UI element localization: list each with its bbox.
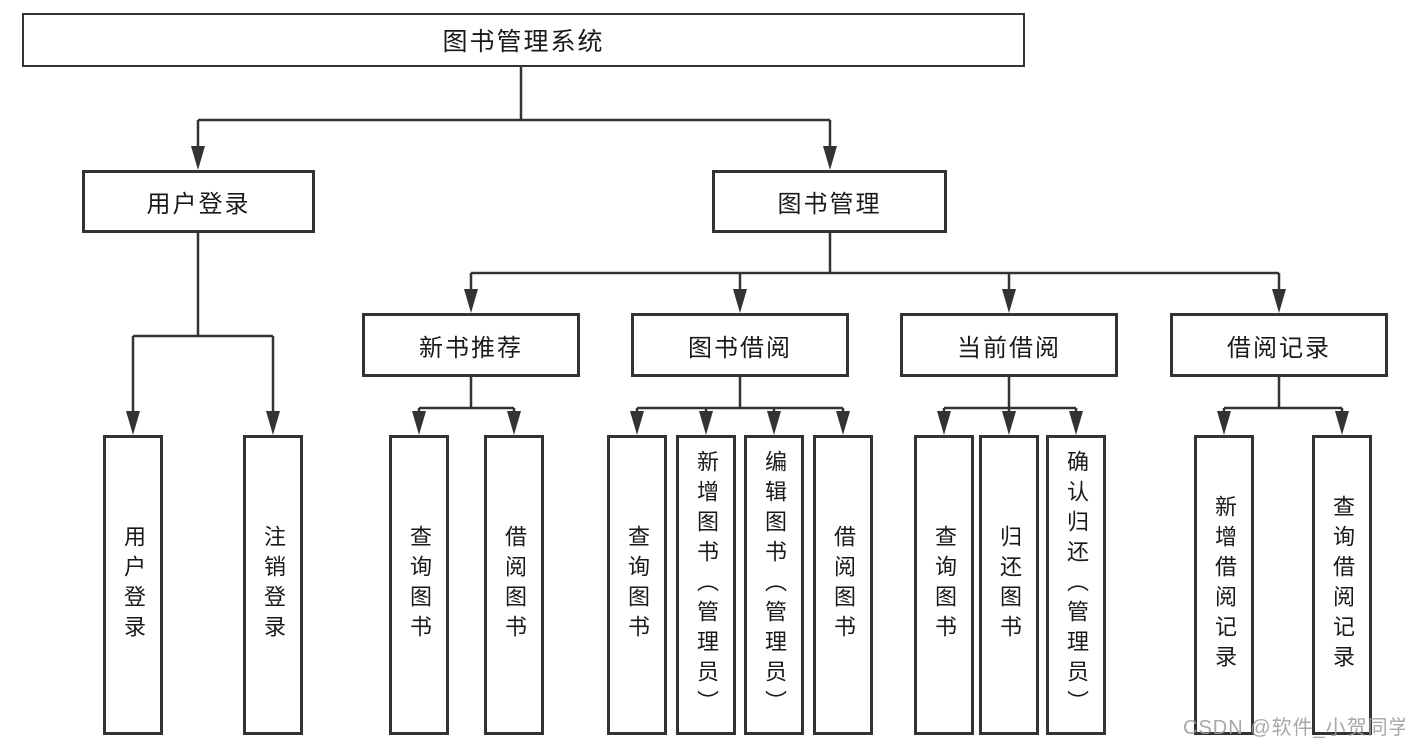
node-library-management-system: 图书管理系统 [22, 13, 1025, 67]
node-label: 确认归还（管理员） [1064, 450, 1089, 720]
node-leaf-add-book-admin: 新增图书（管理员） [676, 435, 736, 735]
node-label: 用户登录 [121, 525, 146, 645]
watermark: CSDN @软件_小贺同学 [1183, 717, 1405, 739]
node-label: 查询借阅记录 [1330, 495, 1355, 675]
node-label: 当前借阅 [957, 334, 1061, 362]
connector-line [417, 377, 516, 413]
node-leaf-edit-book-admin: 编辑图书（管理员） [744, 435, 804, 735]
node-user-login: 用户登录 [82, 170, 315, 233]
node-leaf-query-borrow-record: 查询借阅记录 [1312, 435, 1372, 735]
connector-line [942, 377, 1078, 413]
connector-line [469, 233, 1281, 291]
node-label: 借阅图书 [502, 525, 527, 645]
node-borrowing-records: 借阅记录 [1170, 313, 1388, 377]
arrow-down-icon [1272, 289, 1286, 313]
arrow-down-icon [836, 411, 850, 435]
arrow-down-icon [412, 411, 426, 435]
arrow-down-icon [1069, 411, 1083, 435]
node-label: 图书借阅 [688, 334, 792, 362]
connector-line [635, 377, 845, 413]
node-label: 借阅记录 [1227, 334, 1331, 362]
connector-line [1222, 377, 1344, 413]
node-label: 查询图书 [407, 525, 432, 645]
arrow-down-icon [1217, 411, 1231, 435]
arrow-down-icon [767, 411, 781, 435]
arrow-down-icon [1002, 289, 1016, 313]
node-label: 编辑图书（管理员） [762, 450, 787, 720]
node-label: 借阅图书 [831, 525, 856, 645]
node-leaf-borrow-books: 借阅图书 [813, 435, 873, 735]
arrow-down-icon [823, 146, 837, 170]
node-label: 用户登录 [146, 191, 251, 218]
arrow-down-icon [1335, 411, 1349, 435]
arrow-down-icon [630, 411, 644, 435]
node-label: 新增借阅记录 [1212, 495, 1237, 675]
node-leaf-borrow-books-recommend: 借阅图书 [484, 435, 544, 735]
node-leaf-query-books-current: 查询图书 [914, 435, 974, 735]
node-book-management: 图书管理 [712, 170, 947, 233]
node-current-borrowing: 当前借阅 [900, 313, 1118, 377]
node-label: 新增图书（管理员） [694, 450, 719, 720]
connector-line [131, 233, 275, 413]
arrow-down-icon [507, 411, 521, 435]
node-label: 查询图书 [932, 525, 957, 645]
node-book-borrowing: 图书借阅 [631, 313, 849, 377]
node-leaf-logout: 注销登录 [243, 435, 303, 735]
arrow-down-icon [1002, 411, 1016, 435]
node-label: 注销登录 [261, 525, 286, 645]
arrow-down-icon [191, 146, 205, 170]
node-leaf-query-books-borrow: 查询图书 [607, 435, 667, 735]
arrow-down-icon [699, 411, 713, 435]
node-leaf-query-books-recommend: 查询图书 [389, 435, 449, 735]
node-label: 归还图书 [997, 525, 1022, 645]
node-leaf-confirm-return-admin: 确认归还（管理员） [1046, 435, 1106, 735]
node-leaf-user-login: 用户登录 [103, 435, 163, 735]
node-new-book-recommend: 新书推荐 [362, 313, 580, 377]
arrow-down-icon [937, 411, 951, 435]
node-label: 图书管理系统 [442, 28, 605, 56]
node-leaf-return-book: 归还图书 [979, 435, 1039, 735]
node-label: 图书管理 [777, 191, 882, 218]
arrow-down-icon [266, 411, 280, 435]
arrow-down-icon [733, 289, 747, 313]
node-label: 查询图书 [625, 525, 650, 645]
node-leaf-add-borrow-record: 新增借阅记录 [1194, 435, 1254, 735]
node-label: 新书推荐 [419, 334, 523, 362]
arrow-down-icon [464, 289, 478, 313]
arrow-down-icon [126, 411, 140, 435]
connector-line [196, 67, 832, 148]
